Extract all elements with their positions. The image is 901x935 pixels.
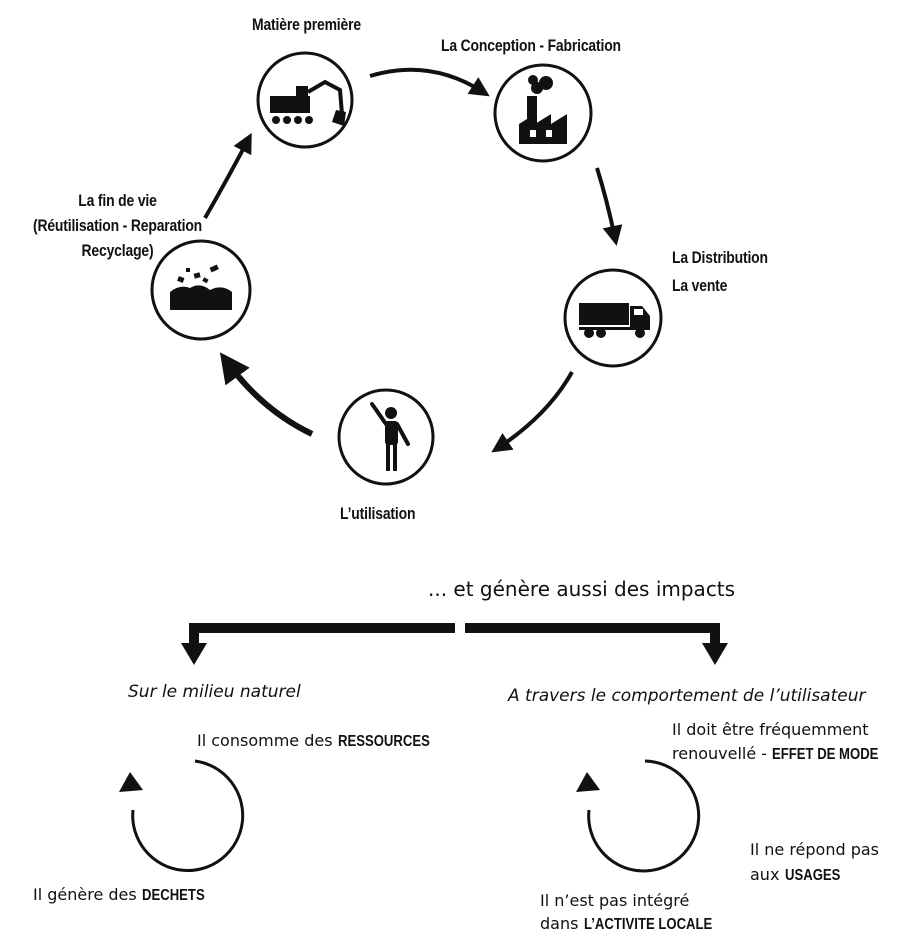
right-local-keyword: L’ACTIVITE LOCALE bbox=[583, 916, 712, 933]
left-waste-keyword: DECHETS bbox=[141, 887, 205, 904]
label-fin-de-vie-line1: La fin de vie bbox=[78, 191, 157, 210]
right-usages-line2: aux USAGES bbox=[750, 862, 879, 888]
arrow-matiere-to-conception bbox=[369, 67, 490, 97]
waste-icon bbox=[170, 264, 232, 310]
left-cycle-loop bbox=[131, 759, 245, 873]
right-local-text: dans bbox=[540, 914, 579, 933]
arrow-distribution-to-utilisation bbox=[491, 371, 574, 453]
left-resources-keyword: RESSOURCES bbox=[337, 733, 430, 750]
label-matiere: Matière première bbox=[252, 15, 361, 34]
right-usages-keyword: USAGES bbox=[784, 867, 840, 884]
right-local-line1: Il n’est pas intégré bbox=[540, 891, 690, 910]
arrow-findevie-to-matiere bbox=[203, 132, 252, 219]
left-resources-text: Il consomme des bbox=[197, 731, 333, 750]
impacts-heading: ... et génère aussi des impacts bbox=[428, 577, 736, 601]
arrow-utilisation-to-findevie bbox=[219, 352, 314, 437]
left-cycle-arrowhead bbox=[119, 772, 143, 792]
right-mode-line2: renouvellé - EFFET DE MODE bbox=[672, 742, 901, 767]
label-fin-de-vie: La fin de vie (Réutilisation - Reparatio… bbox=[21, 188, 214, 263]
label-utilisation: L’utilisation bbox=[340, 504, 416, 523]
label-fin-de-vie-line2: (Réutilisation - Reparation bbox=[32, 216, 203, 235]
excavator-icon bbox=[270, 79, 346, 126]
label-conception: La Conception - Fabrication bbox=[441, 36, 621, 55]
label-distribution-line1: La Distribution bbox=[672, 248, 768, 267]
label-distribution: La Distribution La vente bbox=[672, 244, 768, 300]
right-local-label: Il n’est pas intégré dans L’ACTIVITE LOC… bbox=[540, 889, 740, 935]
right-local-line2: dans L’ACTIVITE LOCALE bbox=[540, 912, 740, 935]
split-bracket bbox=[181, 623, 728, 665]
label-fin-de-vie-line3: Recyclage) bbox=[81, 241, 154, 260]
right-usages-text: aux bbox=[750, 865, 780, 884]
right-mode-keyword: EFFET DE MODE bbox=[772, 746, 879, 763]
right-usages-label: Il ne répond pas aux USAGES bbox=[750, 837, 879, 888]
right-mode-line1: Il doit être fréquemment bbox=[672, 720, 869, 739]
truck-icon bbox=[579, 303, 650, 338]
arrow-conception-to-distribution bbox=[595, 167, 623, 246]
factory-icon bbox=[519, 75, 567, 144]
right-cycle-arrowhead bbox=[576, 772, 600, 792]
left-resources-label: Il consomme des RESSOURCES bbox=[197, 731, 450, 751]
left-waste-text: Il génère des bbox=[33, 885, 137, 904]
left-branch-title: Sur le milieu naturel bbox=[128, 682, 301, 702]
label-distribution-line2: La vente bbox=[672, 276, 728, 295]
right-usages-line1: Il ne répond pas bbox=[750, 840, 880, 859]
right-mode-text: renouvellé - bbox=[672, 744, 768, 763]
right-mode-label: Il doit être fréquemment renouvellé - EF… bbox=[672, 718, 901, 767]
left-waste-label: Il génère des DECHETS bbox=[33, 885, 218, 905]
right-cycle-loop bbox=[587, 759, 701, 873]
person-icon bbox=[370, 402, 410, 471]
right-branch-title: A travers le comportement de l’utilisate… bbox=[508, 686, 866, 706]
